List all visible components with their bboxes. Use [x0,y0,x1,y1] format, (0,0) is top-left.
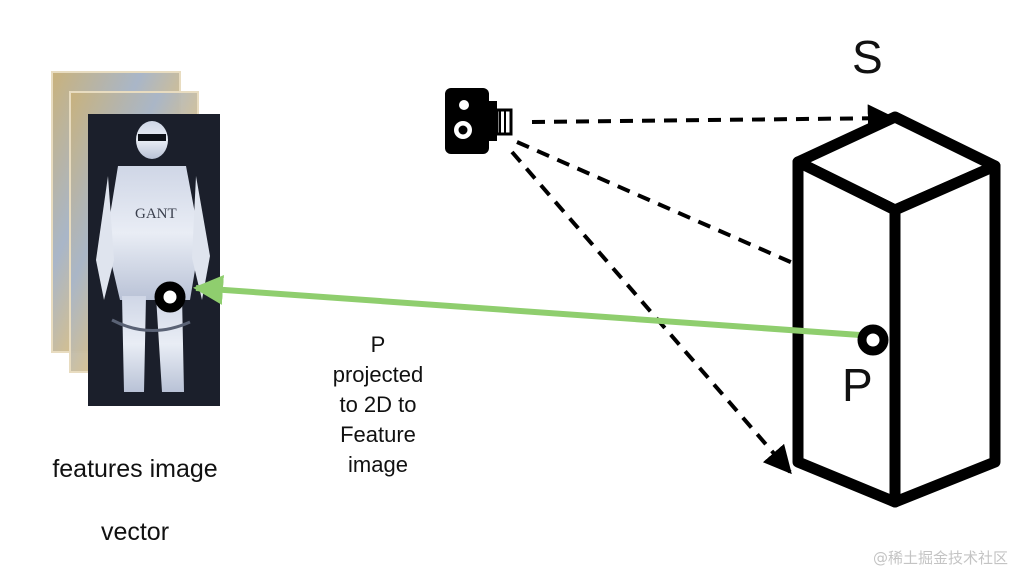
svg-text:GANT: GANT [135,206,177,222]
camera-icon [445,88,513,154]
cuboid-label: S [852,31,883,83]
watermark: @稀土掘金技术社区 [872,549,1008,567]
feature-image-stack: GANT [51,71,220,406]
ring-marker-icon [857,324,889,356]
vector-caption: vector [100,518,170,546]
annotation-line: Feature [340,422,416,447]
annotation-line: projected [332,362,424,387]
projection-arrow [193,274,861,338]
ray-to-bottom [510,150,792,475]
point-label: P [842,359,873,411]
cuboid-side-face [889,160,1001,508]
ring-marker-icon [154,281,186,313]
feature-map-front: GANT [88,114,220,406]
ray-to-top [531,104,896,133]
projection-annotation: P projected to 2D to Feature image [300,330,456,480]
annotation-line: P [370,332,386,357]
annotation-line: to 2D to [339,392,417,417]
annotation-line: image [348,452,408,477]
features-image-caption: features image [52,455,218,483]
cuboid-s [792,111,1001,508]
